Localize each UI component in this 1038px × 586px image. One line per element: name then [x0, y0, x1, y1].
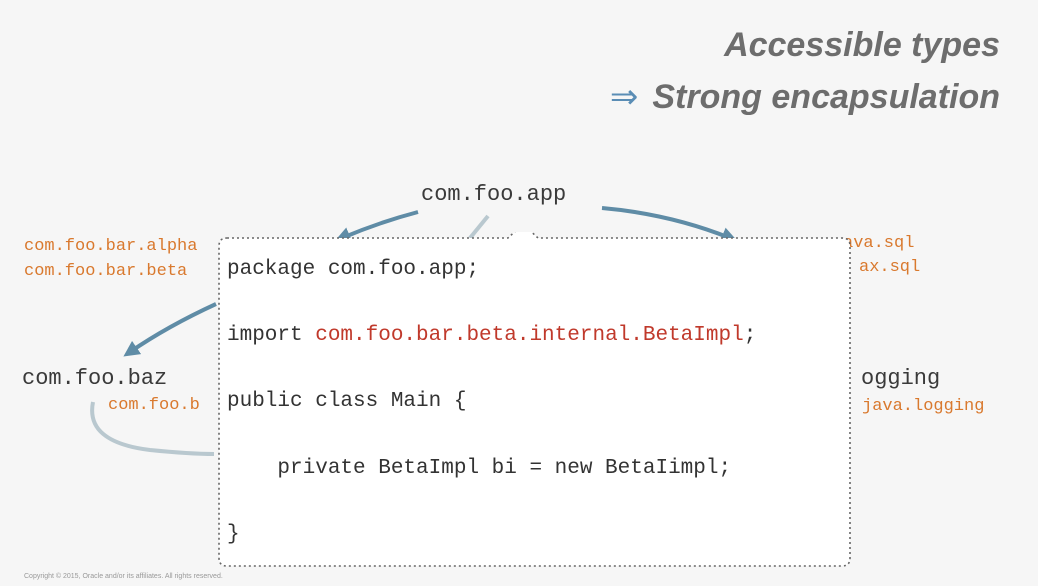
- slide-title-line2-text: Strong encapsulation: [652, 78, 1000, 116]
- arrow-app-to-bar: [334, 210, 419, 243]
- import-internal-class: com.foo.bar.beta.internal.BetaImpl: [315, 324, 744, 347]
- arrow-to-baz: [123, 302, 217, 357]
- module-app: com.foo.app: [421, 182, 567, 207]
- slide-title-line1: Accessible types: [724, 26, 1000, 64]
- package-baz: com.foo.b: [108, 396, 200, 415]
- code-line-close: }: [227, 523, 240, 546]
- copyright-notice: Copyright © 2015, Oracle and/or its affi…: [24, 573, 223, 580]
- code-line-class: public class Main {: [227, 390, 467, 413]
- curve-from-baz: [90, 401, 215, 456]
- code-line-import: import com.foo.bar.beta.internal.BetaImp…: [227, 325, 756, 346]
- code-line-field: private BetaImpl bi = new BetaIimpl;: [227, 457, 732, 480]
- import-semicolon: ;: [743, 324, 757, 347]
- module-baz: com.foo.baz: [22, 366, 168, 391]
- arrow-app-to-sql: [601, 206, 738, 243]
- callout-border: [218, 232, 851, 567]
- package-alpha: com.foo.bar.alpha: [24, 237, 198, 256]
- package-beta: com.foo.bar.beta: [24, 262, 188, 281]
- arrow-app-down: [468, 214, 490, 240]
- package-javax-sql: ax.sql: [859, 258, 921, 277]
- code-callout: package com.foo.app; import com.foo.bar.…: [213, 232, 856, 572]
- import-keyword: import: [227, 324, 316, 347]
- slide-title-line2: ⇒ Strong encapsulation: [610, 80, 1000, 114]
- implies-arrow-icon: ⇒: [609, 78, 639, 116]
- package-java-sql: ava.sql: [843, 234, 915, 253]
- package-java-logging: java.logging: [862, 397, 985, 416]
- module-logging: ogging: [861, 366, 941, 391]
- code-line-package: package com.foo.app;: [227, 258, 480, 281]
